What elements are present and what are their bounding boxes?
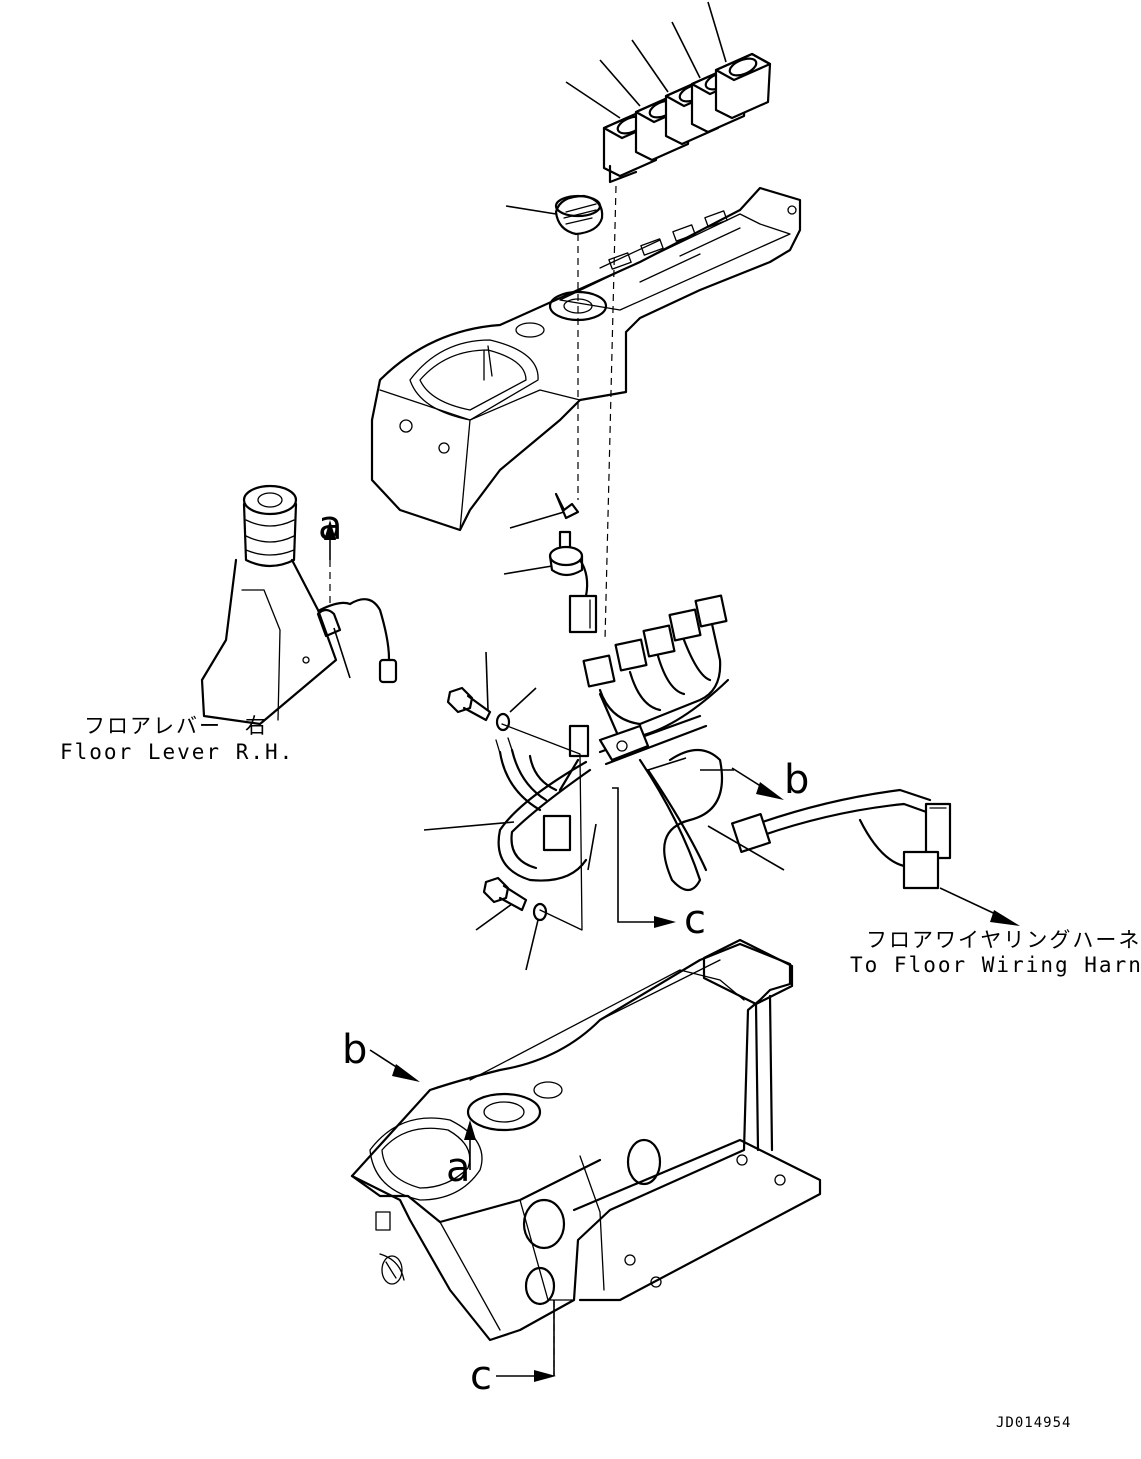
floor-harness-caption-jp: フロアワイヤリングハーネスへ <box>866 928 1141 952</box>
rocker-switch <box>714 52 772 120</box>
arrow-label-c-upper: c <box>684 897 706 943</box>
floor-lever-rh <box>200 484 398 726</box>
bolt <box>446 686 492 722</box>
sensor-unit <box>548 530 598 634</box>
arrow-label-c-lower: c <box>470 1353 492 1399</box>
console-top-cover <box>370 186 802 532</box>
bolt <box>482 876 528 912</box>
document-id: JD014954 <box>996 1415 1072 1431</box>
floor-harness-caption-en: To Floor Wiring Harness <box>850 953 1141 977</box>
wiring-harness <box>495 594 952 892</box>
floor-lever-caption-en: Floor Lever R.H. <box>60 740 295 764</box>
rocker-switch-group <box>602 52 772 184</box>
floor-lever-caption-jp: フロアレバー 右 <box>84 714 268 738</box>
control-knob <box>554 194 604 236</box>
washer <box>495 712 511 732</box>
console-box-lower <box>350 938 822 1342</box>
arrow-label-b-upper: b <box>784 757 810 803</box>
arrow-label-b-lower: b <box>342 1027 368 1073</box>
washer <box>532 902 548 922</box>
arrow-label-a-upper: a <box>318 503 343 549</box>
small-clip <box>554 492 580 520</box>
arrow-label-a-lower: a <box>446 1145 471 1191</box>
